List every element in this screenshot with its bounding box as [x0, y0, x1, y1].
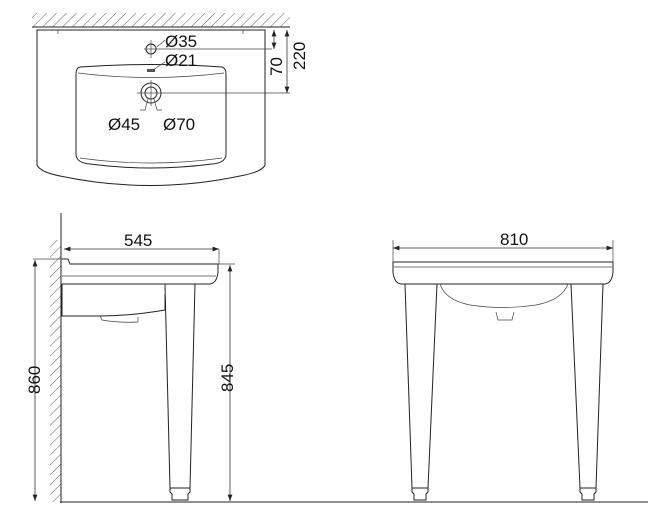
- basin-side: [62, 258, 219, 285]
- overflow-label: Ø21: [165, 51, 197, 70]
- bowl-outline: [75, 64, 227, 169]
- leg-front-left: [404, 283, 438, 489]
- drain-inner-label: Ø45: [108, 115, 140, 134]
- dim-70-label: 70: [267, 57, 286, 76]
- overflow-hole-icon: [147, 69, 155, 72]
- leg-foot: [169, 488, 191, 501]
- wall-hatch: [50, 240, 61, 502]
- dim-810-label: 810: [500, 230, 528, 249]
- drain-outer-label: Ø70: [163, 115, 195, 134]
- dim-860-label: 860: [25, 366, 44, 394]
- front-view: 810: [392, 230, 614, 501]
- tap-hole-label: Ø35: [165, 32, 197, 51]
- leg-side: [164, 283, 196, 489]
- top-view: Ø35 Ø21 Ø45 Ø70 70 220: [32, 13, 309, 186]
- dim-845-label: 845: [218, 364, 237, 392]
- dim-220-label: 220: [290, 42, 309, 70]
- dim-545-label: 545: [124, 231, 152, 250]
- ceiling-wall-hatch: [32, 13, 290, 27]
- basin-front: [392, 261, 614, 285]
- basin-outline: [36, 29, 266, 186]
- side-view: 545 860 845: [25, 213, 648, 503]
- leg-front-right: [570, 283, 604, 489]
